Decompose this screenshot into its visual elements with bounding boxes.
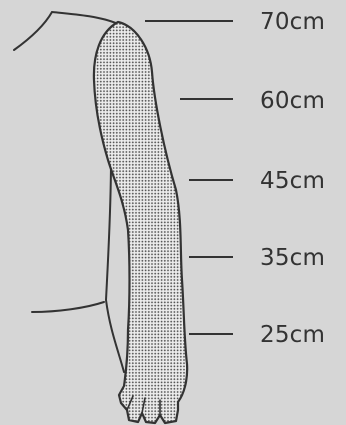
waist-line	[32, 302, 104, 312]
measure-label-70cm: 70cm	[260, 9, 325, 35]
measure-label-60cm: 60cm	[260, 88, 325, 114]
measure-label-35cm: 35cm	[260, 245, 325, 271]
measure-label-45cm: 45cm	[260, 168, 325, 194]
measure-label-25cm: 25cm	[260, 322, 325, 348]
sleeve-shape	[94, 22, 187, 423]
